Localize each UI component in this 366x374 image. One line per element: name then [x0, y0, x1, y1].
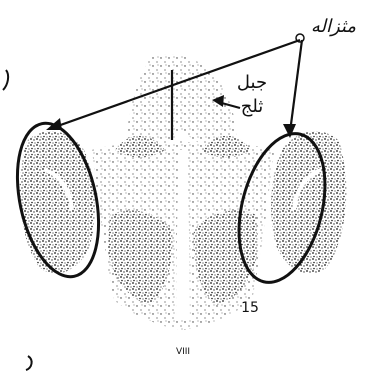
bottom-left-mark — [26, 356, 32, 370]
center-label-line1: جبل — [237, 72, 267, 93]
midline-gap — [176, 150, 190, 320]
scale-marker: 15 — [241, 300, 259, 316]
center-label-line2: ثلج — [241, 96, 264, 117]
top-right-label: مثزاله — [311, 16, 356, 37]
left-lateral-lobe — [20, 131, 95, 273]
arrow-line-right — [290, 40, 302, 132]
figure-caption: VIII — [176, 347, 190, 357]
stippled-section — [20, 54, 347, 330]
left-edge-mark — [3, 70, 8, 90]
